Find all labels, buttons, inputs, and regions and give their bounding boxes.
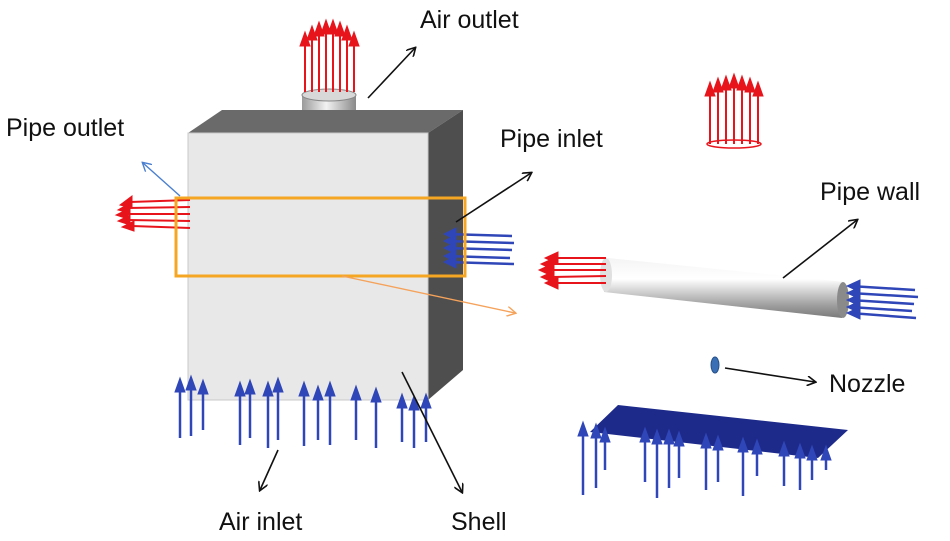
pipe-outlet-blue-leader [143,163,181,197]
air-inlet-blue-arrows [174,374,432,448]
highlight-box [174,196,467,278]
air-outlet-red-arrows [299,18,360,92]
nozzle-label: Nozzle [829,370,906,398]
shell-box [187,110,463,401]
pipe-inlet-blue-arrows [442,227,515,269]
air-inlet-leader [260,449,279,490]
orange-leader [341,275,515,313]
pipe-outlet-red-arrows [114,195,191,232]
air-inlet-plate-blue-arrows [577,420,832,498]
air-inlet-label: Air inlet [219,508,303,536]
pipe-wall-cylinder [600,258,849,318]
shell-leader [401,371,462,492]
pipe-blue-arrows [845,279,919,320]
pipe-wall-leader [782,220,857,279]
air-outlet-label: Air outlet [420,6,519,34]
nozzle-ellipse-icon [710,356,720,374]
leader-lines [260,48,857,492]
air-outlet-leader [367,48,415,99]
pipe-red-arrows [537,251,607,290]
nozzle-leader [724,367,815,382]
pipe-outlet-label: Pipe outlet [6,114,125,142]
pipe-inlet-label: Pipe inlet [500,125,603,153]
pipe-inlet-leader [455,173,531,223]
shell-label: Shell [451,508,507,536]
pipe-wall-label: Pipe wall [820,178,921,206]
air-outlet-component-red-arrows [704,72,764,149]
